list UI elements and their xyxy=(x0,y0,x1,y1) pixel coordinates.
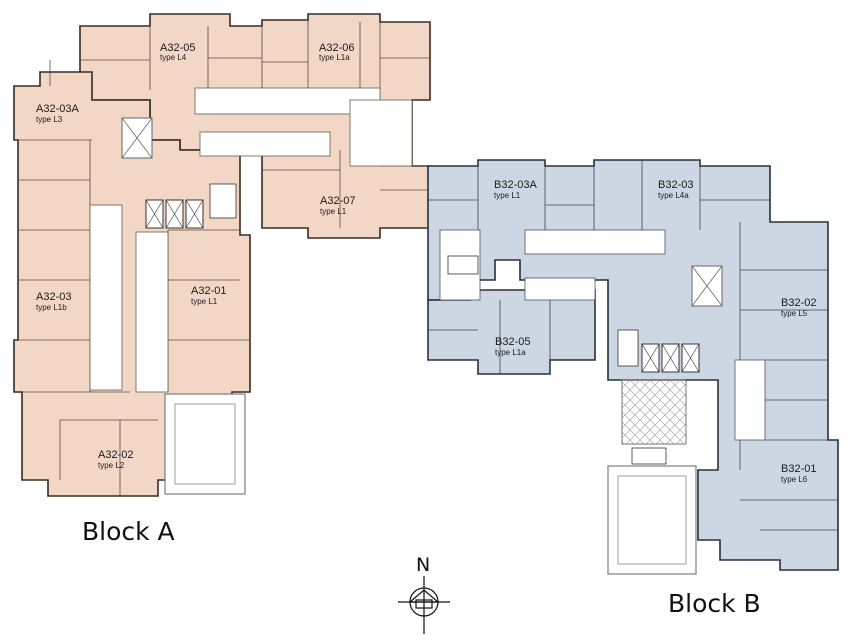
block-b-stairs-lower xyxy=(631,447,667,465)
block-b-left-wing xyxy=(427,289,596,375)
unit-a32-01-code: A32-01 xyxy=(191,285,226,297)
block-a-corridor-right xyxy=(349,99,413,167)
block-a-terrace xyxy=(164,393,246,495)
block-a-label: Block A xyxy=(82,517,175,546)
block-b-corridor-vertical xyxy=(734,359,766,441)
block-a-corridor-middle xyxy=(199,131,331,157)
block-b-corridor-lower xyxy=(524,277,596,301)
block-b-terrace xyxy=(607,465,697,575)
unit-b32-02-type: type L5 xyxy=(781,309,808,318)
unit-a32-06-type: type L1a xyxy=(319,53,350,62)
unit-a32-02-code: A32-02 xyxy=(98,449,133,461)
north-arrow-icon xyxy=(398,576,450,634)
block-b-stairs-upper xyxy=(617,329,639,367)
unit-b32-05-type: type L1a xyxy=(495,348,526,357)
unit-a32-03a-type: type L3 xyxy=(36,115,63,124)
block-a-partitions xyxy=(18,20,430,496)
block-b-corridor-upper xyxy=(524,229,666,255)
block-a-corridor-top xyxy=(194,87,381,115)
block-a-lift-core xyxy=(145,199,204,229)
block-b-lift-core xyxy=(641,343,700,373)
unit-a32-05-code: A32-05 xyxy=(160,42,195,54)
unit-b32-01-code: B32-01 xyxy=(781,463,816,475)
block-a-building xyxy=(13,13,431,497)
unit-b32-02-code: B32-02 xyxy=(781,297,816,309)
unit-a32-06-code: A32-06 xyxy=(319,42,354,54)
unit-b32-05-code: B32-05 xyxy=(495,336,530,348)
unit-b32-03a-code: B32-03A xyxy=(494,179,537,191)
unit-a32-05-type: type L4 xyxy=(160,53,187,62)
unit-a32-07-code: A32-07 xyxy=(320,195,355,207)
unit-a32-07-type: type L1 xyxy=(320,207,347,216)
block-b-partitions xyxy=(428,160,838,531)
unit-labels: A32-05 type L4 A32-06 type L1a A32-03A t… xyxy=(36,42,816,484)
block-b-building xyxy=(427,159,839,575)
unit-a32-03-code: A32-03 xyxy=(36,291,71,303)
unit-b32-03-code: B32-03 xyxy=(658,179,693,191)
unit-b32-03a-type: type L1 xyxy=(494,191,521,200)
unit-a32-01-type: type L1 xyxy=(191,297,218,306)
block-a-corridor-vertical-right xyxy=(135,231,169,393)
unit-b32-01-type: type L6 xyxy=(781,475,808,484)
unit-a32-03a-code: A32-03A xyxy=(36,103,79,115)
block-b-atrium-grid xyxy=(621,379,687,445)
block-a-corridor-vertical-left xyxy=(89,204,123,391)
block-b-stairs-left xyxy=(447,255,479,275)
north-letter: N xyxy=(416,554,430,576)
block-b-label: Block B xyxy=(668,589,761,618)
unit-a32-02-type: type L2 xyxy=(98,461,125,470)
block-a-stairs-upper xyxy=(209,183,237,219)
unit-b32-03-type: type L4a xyxy=(658,191,689,200)
north-arrow: N xyxy=(398,554,450,634)
unit-a32-03-type: type L1b xyxy=(36,303,67,312)
